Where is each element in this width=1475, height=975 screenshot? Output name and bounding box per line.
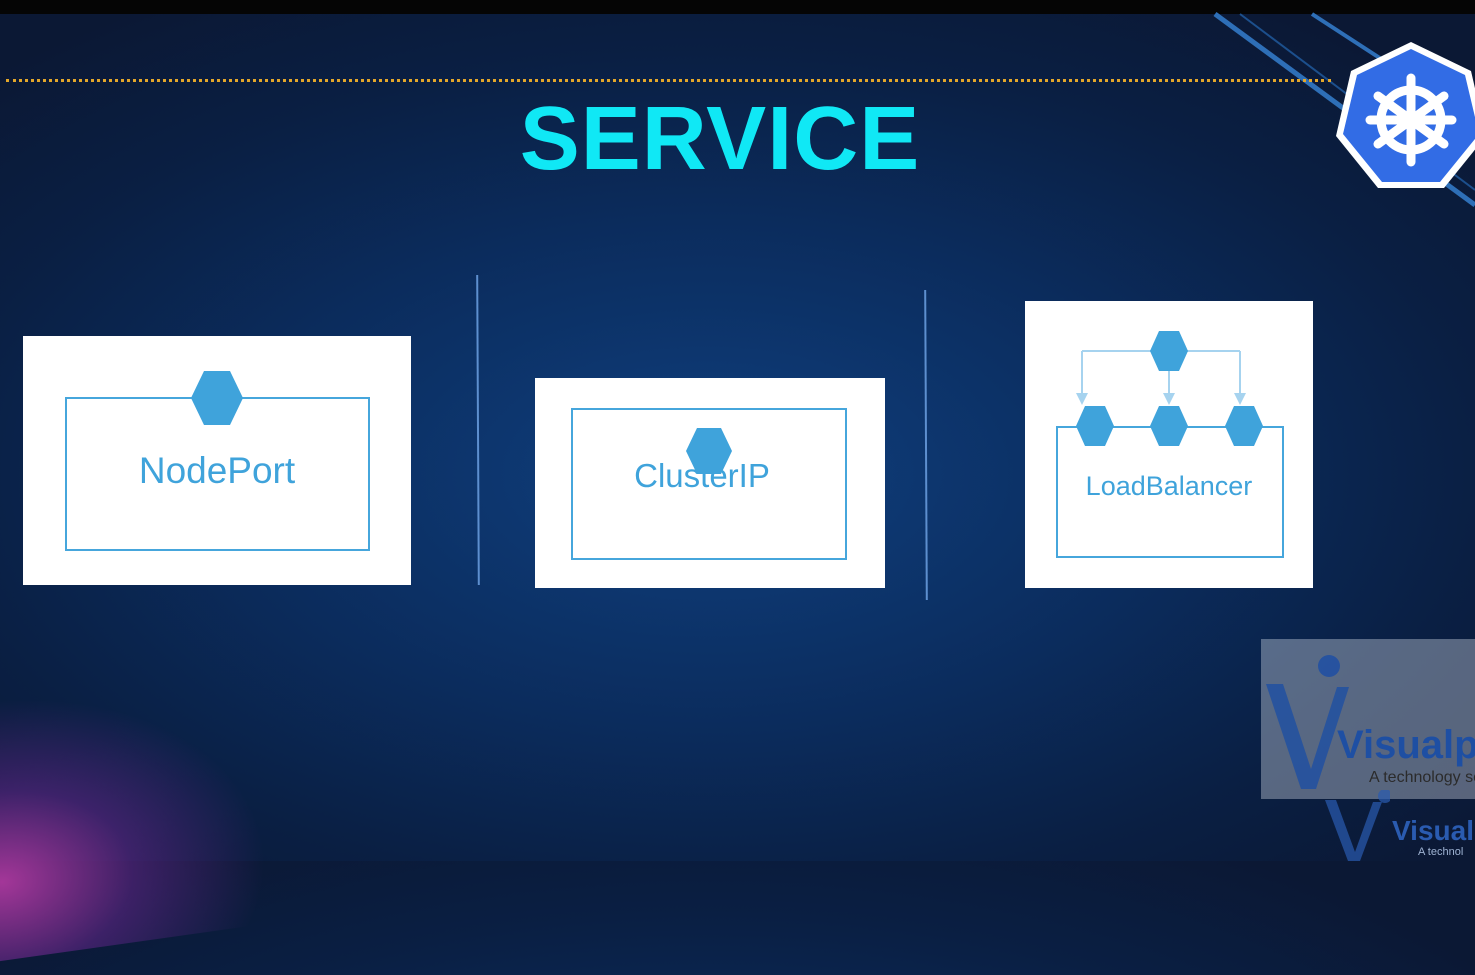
hexagon-icon [191, 371, 243, 425]
hexagon-icon [1225, 406, 1263, 446]
hexagon-icon [1150, 331, 1188, 371]
nodeport-label: NodePort [138, 450, 296, 491]
visualpath-logo-icon [1325, 790, 1390, 861]
visualpath-watermark: Visualpat A technology sc [1261, 639, 1475, 799]
dotted-accent-line [6, 79, 1331, 82]
hexagon-icon [1150, 406, 1188, 446]
watermark-brand-text-small: Visual [1392, 815, 1474, 846]
kubernetes-helm-icon [1336, 42, 1475, 188]
top-black-bar [0, 0, 1475, 14]
watermark-tagline-small: A technol [1418, 846, 1464, 858]
nodeport-card: NodePort [23, 336, 411, 585]
watermark-brand-text: Visualpat [1337, 723, 1475, 767]
loadbalancer-card: LoadBalancer [1025, 301, 1313, 588]
slide-title: SERVICE [519, 89, 921, 189]
loadbalancer-node-box [1056, 426, 1284, 558]
hexagon-icon [1076, 406, 1114, 446]
loadbalancer-label: LoadBalancer [1085, 471, 1253, 501]
clusterip-card: ClusterIP [535, 378, 885, 588]
watermark-tagline: A technology sc [1369, 769, 1475, 786]
visualpath-watermark-secondary: Visual A technol [1320, 790, 1475, 861]
visualpath-logo-icon [1266, 655, 1349, 789]
hexagon-icon [686, 428, 732, 474]
